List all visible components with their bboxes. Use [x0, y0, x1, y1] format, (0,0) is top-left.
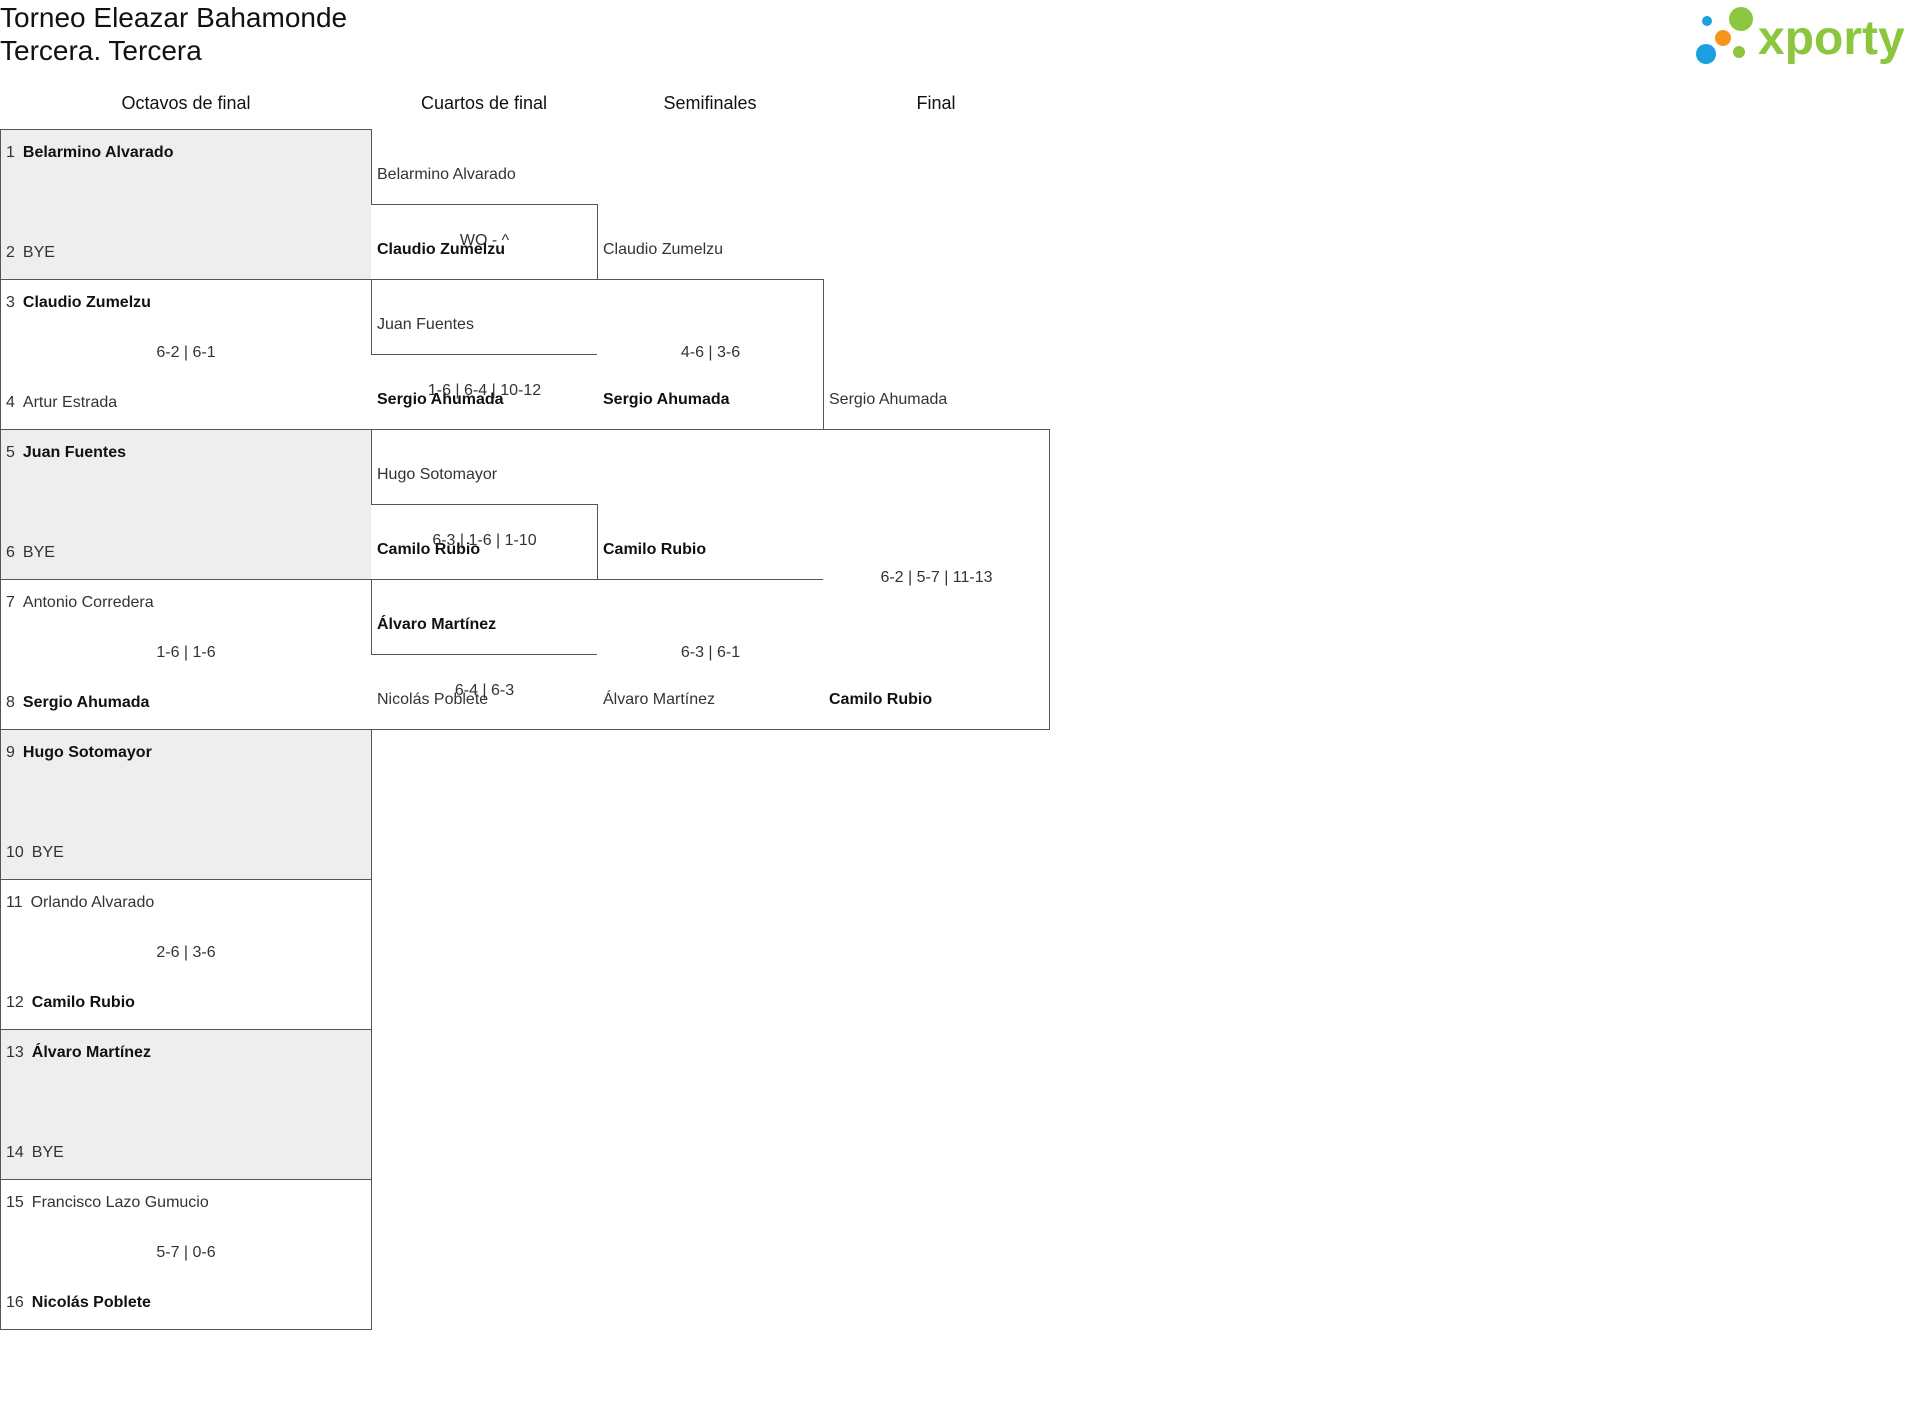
qf-player-top: Belarmino Alvarado	[377, 166, 516, 183]
player-name: Nicolás Poblete	[31, 1294, 151, 1311]
seed-number: 6	[6, 544, 15, 561]
player-name: Artur Estrada	[22, 394, 118, 411]
player-name: Orlando Alvarado	[30, 894, 155, 911]
tournament-title: Torneo Eleazar Bahamonde	[0, 2, 348, 33]
match-score: 4-6 | 3-6	[680, 344, 741, 361]
sf-player-bottom: Álvaro Martínez	[603, 691, 716, 708]
r16-player-bottom: 16 Nicolás Poblete	[6, 1294, 151, 1312]
round-title-qf: Cuartos de final	[420, 93, 548, 113]
r16-match	[0, 1179, 372, 1330]
player-name: BYE	[31, 1144, 64, 1161]
r16-player-bottom: 8 Sergio Ahumada	[6, 694, 149, 712]
player-name: Belarmino Alvarado	[22, 144, 174, 161]
qf-match	[371, 354, 598, 430]
seed-number: 13	[6, 1044, 24, 1061]
player-name: Álvaro Martínez	[31, 1044, 151, 1061]
player-name: Antonio Corredera	[22, 594, 154, 611]
r16-player-bottom: 6 BYE	[6, 544, 55, 562]
tournament-category: Tercera. Tercera	[0, 35, 202, 66]
match-score: 6-2 | 6-1	[156, 344, 216, 361]
player-name: Hugo Sotomayor	[22, 744, 152, 761]
player-name: BYE	[22, 244, 55, 261]
match-score: 6-4 | 6-3	[454, 681, 515, 699]
r16-match	[0, 129, 372, 280]
seed-number: 16	[6, 1294, 24, 1311]
seed-number: 7	[6, 594, 15, 611]
sf-player-bottom: Sergio Ahumada	[603, 391, 730, 408]
match-score: 1-6 | 6-4 | 10-12	[427, 381, 542, 399]
seed-number: 12	[6, 994, 24, 1011]
r16-player-bottom: 4 Artur Estrada	[6, 394, 117, 412]
match-score: 6-3 | 6-1	[680, 644, 741, 661]
seed-number: 5	[6, 444, 15, 461]
seed-number: 2	[6, 244, 15, 261]
qf-match	[371, 204, 598, 280]
player-name: Camilo Rubio	[31, 994, 135, 1011]
r16-player-top: 15 Francisco Lazo Gumucio	[6, 1194, 209, 1212]
final-player-bottom: Camilo Rubio	[829, 691, 933, 708]
r16-match	[0, 1029, 372, 1180]
qf-player-bottom: Nicolás Poblete	[377, 691, 489, 708]
qf-match	[371, 504, 598, 580]
final-match	[823, 429, 1050, 730]
r16-player-top: 7 Antonio Corredera	[6, 594, 154, 612]
r16-player-top: 5 Juan Fuentes	[6, 444, 126, 462]
r16-player-top: 11 Orlando Alvarado	[6, 894, 154, 912]
r16-player-top: 9 Hugo Sotomayor	[6, 744, 152, 762]
match-score: 2-6 | 3-6	[156, 944, 216, 961]
qf-player-bottom: Sergio Ahumada	[377, 391, 504, 408]
r16-player-bottom: 14 BYE	[6, 1144, 64, 1162]
qf-player-top: Juan Fuentes	[377, 316, 474, 333]
r16-player-bottom: 10 BYE	[6, 844, 64, 862]
match-score: 6-3 | 1-6 | 1-10	[432, 531, 537, 549]
qf-player-top: Álvaro Martínez	[377, 616, 497, 633]
seed-number: 1	[6, 144, 15, 161]
match-score: WO - ^	[459, 231, 510, 249]
r16-match	[0, 279, 372, 430]
player-name: BYE	[22, 544, 55, 561]
seed-number: 4	[6, 394, 15, 411]
player-name: Claudio Zumelzu	[22, 294, 151, 311]
seed-number: 8	[6, 694, 15, 711]
sf-match	[597, 579, 824, 730]
player-name: BYE	[31, 844, 64, 861]
match-score: 1-6 | 1-6	[156, 644, 216, 661]
qf-player-bottom: Camilo Rubio	[377, 541, 481, 558]
round-title-final: Final	[916, 93, 956, 113]
sf-player-top: Claudio Zumelzu	[603, 241, 724, 258]
seed-number: 14	[6, 1144, 24, 1161]
qf-match	[371, 654, 598, 730]
seed-number: 10	[6, 844, 24, 861]
qf-player-bottom: Claudio Zumelzu	[377, 241, 505, 258]
player-name: Francisco Lazo Gumucio	[31, 1194, 209, 1211]
xporty-logo: xporty	[1696, 7, 1905, 65]
seed-number: 15	[6, 1194, 24, 1211]
qf-player-top: Hugo Sotomayor	[377, 466, 498, 483]
final-player-top: Sergio Ahumada	[829, 391, 948, 408]
match-score: 6-2 | 5-7 | 11-13	[880, 569, 993, 586]
r16-player-top: 3 Claudio Zumelzu	[6, 294, 151, 312]
sf-player-top: Camilo Rubio	[603, 541, 707, 558]
r16-match	[0, 879, 372, 1030]
player-name: Sergio Ahumada	[22, 694, 150, 711]
match-score: 5-7 | 0-6	[156, 1244, 216, 1261]
round-title-r16: Octavos de final	[121, 93, 251, 113]
seed-number: 9	[6, 744, 15, 761]
round-title-sf: Semifinales	[663, 93, 757, 113]
r16-player-top: 1 Belarmino Alvarado	[6, 144, 173, 162]
seed-number: 11	[6, 894, 23, 911]
r16-match	[0, 729, 372, 880]
seed-number: 3	[6, 294, 15, 311]
r16-player-bottom: 12 Camilo Rubio	[6, 994, 135, 1012]
player-name: Juan Fuentes	[22, 444, 127, 461]
r16-player-top: 13 Álvaro Martínez	[6, 1044, 151, 1062]
r16-player-bottom: 2 BYE	[6, 244, 55, 262]
svg-text:xporty: xporty	[1758, 12, 1905, 65]
sf-match	[597, 279, 824, 430]
